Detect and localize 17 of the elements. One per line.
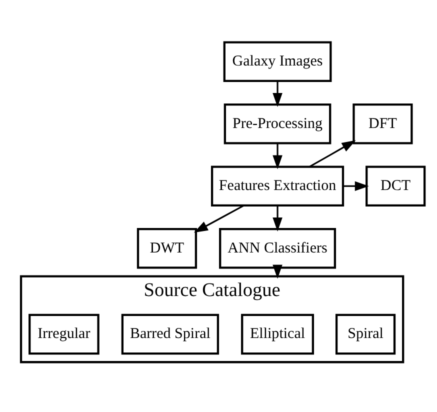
node-box: Spiral <box>335 313 396 354</box>
arrow <box>194 204 244 232</box>
arrow <box>272 80 282 106</box>
node-box: DWT <box>136 227 198 268</box>
arrow <box>272 142 282 169</box>
node-box: DCT <box>366 165 426 206</box>
arrow <box>343 180 369 190</box>
arrow <box>309 140 356 167</box>
node-box: Irregular <box>28 313 100 354</box>
node-box: Elliptical <box>241 313 314 354</box>
node-box: DFT <box>352 102 413 144</box>
node-box: Barred Spiral <box>121 313 220 354</box>
node-box: Features Extraction <box>210 165 344 206</box>
node-box: Galaxy Images <box>223 40 332 82</box>
arrow <box>272 205 282 231</box>
node-box: Pre-Processing <box>224 102 332 144</box>
arrow <box>272 264 282 278</box>
